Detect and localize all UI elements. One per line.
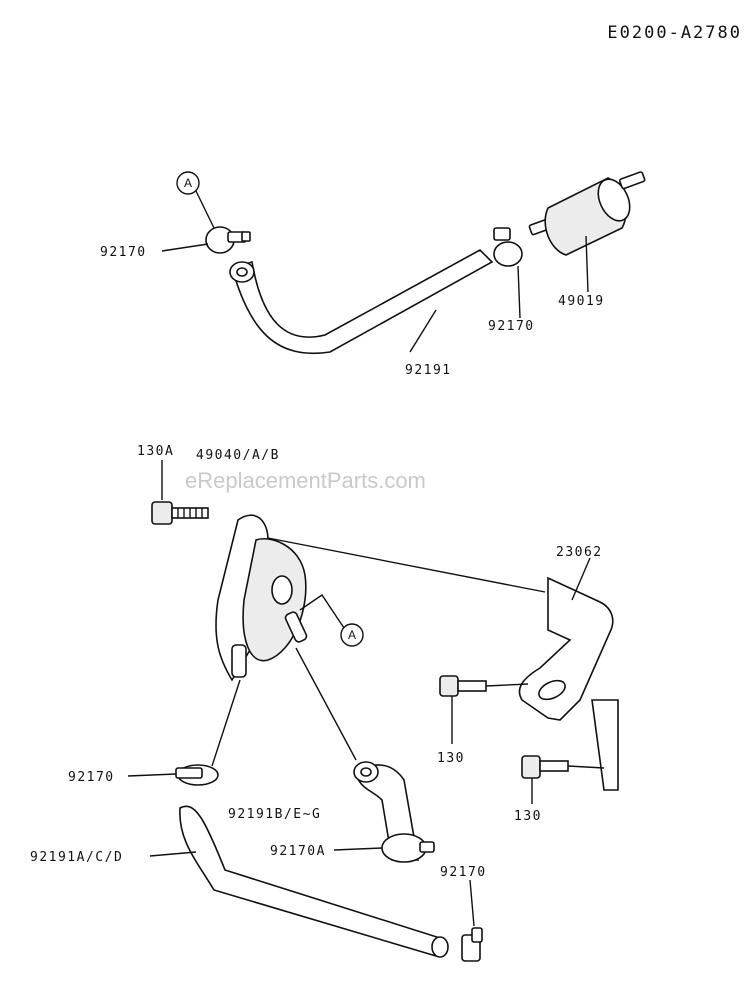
label-23062: 23062 <box>556 545 603 560</box>
label-92170-top-left: 92170 <box>100 245 147 260</box>
fuel-filter <box>528 171 646 256</box>
bolt-130a <box>151 501 209 525</box>
watermark: eReplacementParts.com <box>185 468 426 493</box>
clamp-top-right <box>493 227 523 267</box>
fuel-pump <box>215 514 308 682</box>
label-49040: 49040/A/B <box>196 448 280 463</box>
label-92170-bottom: 92170 <box>440 865 487 880</box>
hose-bottom <box>179 805 449 958</box>
clamp-bottom <box>461 927 483 962</box>
label-92191b: 92191B/E~G <box>228 807 321 822</box>
callout-a-top: A <box>176 171 200 195</box>
label-92191a: 92191A/C/D <box>30 850 123 865</box>
hose-top <box>229 249 494 354</box>
clamp-92170a <box>381 833 435 863</box>
clamp-top-left <box>205 226 251 254</box>
callout-a-bottom: A <box>340 623 364 647</box>
label-130a: 130A <box>137 444 174 459</box>
label-92170-mid-left: 92170 <box>68 770 115 785</box>
label-92170a: 92170A <box>270 844 326 859</box>
svg-text:A: A <box>184 176 192 190</box>
label-130-upper: 130 <box>437 751 465 766</box>
label-130-lower: 130 <box>514 809 542 824</box>
label-49019: 49019 <box>558 294 605 309</box>
bracket <box>518 576 619 791</box>
svg-text:A: A <box>348 628 356 642</box>
clamp-mid-left <box>175 764 219 786</box>
diagram-code: E0200-A2780 <box>607 23 742 43</box>
label-92191-top: 92191 <box>405 363 452 378</box>
label-92170-top-right: 92170 <box>488 319 535 334</box>
bolt-130-upper <box>439 675 487 697</box>
bolt-130-lower <box>521 755 569 779</box>
